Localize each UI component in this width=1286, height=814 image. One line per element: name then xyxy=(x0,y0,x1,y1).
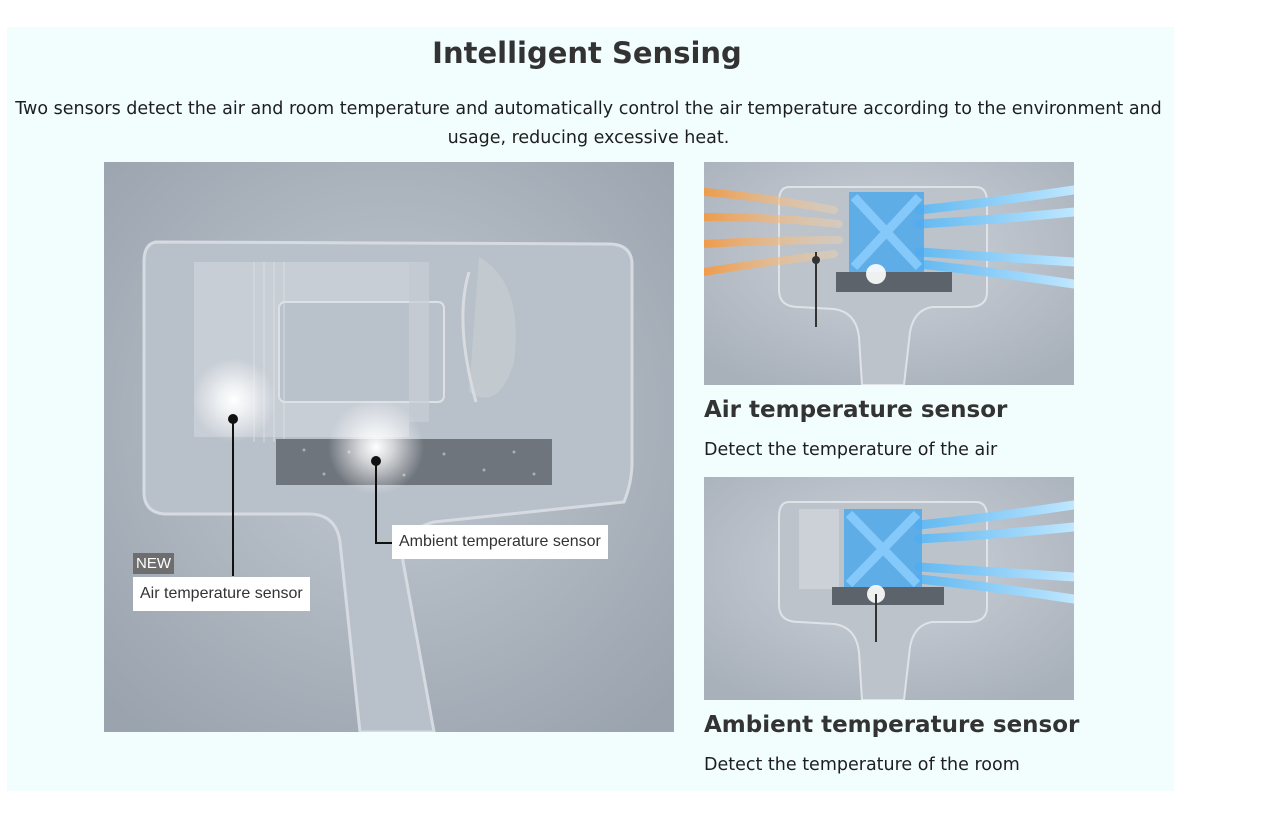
ambient-sensor-illustration xyxy=(704,477,1074,700)
ambient-sensor-image xyxy=(704,477,1074,700)
new-badge: NEW xyxy=(133,553,174,574)
feature-text-ambient: Detect the temperature of the room xyxy=(704,755,1020,775)
feature-text-air: Detect the temperature of the air xyxy=(704,440,998,460)
air-sensor-image xyxy=(704,162,1074,385)
section-title: Intelligent Sensing xyxy=(432,36,742,70)
feature-heading-ambient: Ambient temperature sensor xyxy=(704,712,1080,738)
feature-heading-air: Air temperature sensor xyxy=(704,397,1008,423)
air-sensor-callout: Air temperature sensor xyxy=(133,577,310,611)
dryer-cutaway-image: NEW Air temperature sensor Ambient tempe… xyxy=(104,162,674,732)
section-description: Two sensors detect the air and room temp… xyxy=(15,99,1162,148)
air-sensor-illustration xyxy=(704,162,1074,385)
ambient-sensor-callout: Ambient temperature sensor xyxy=(392,525,608,559)
dryer-cutaway-illustration xyxy=(104,162,674,732)
